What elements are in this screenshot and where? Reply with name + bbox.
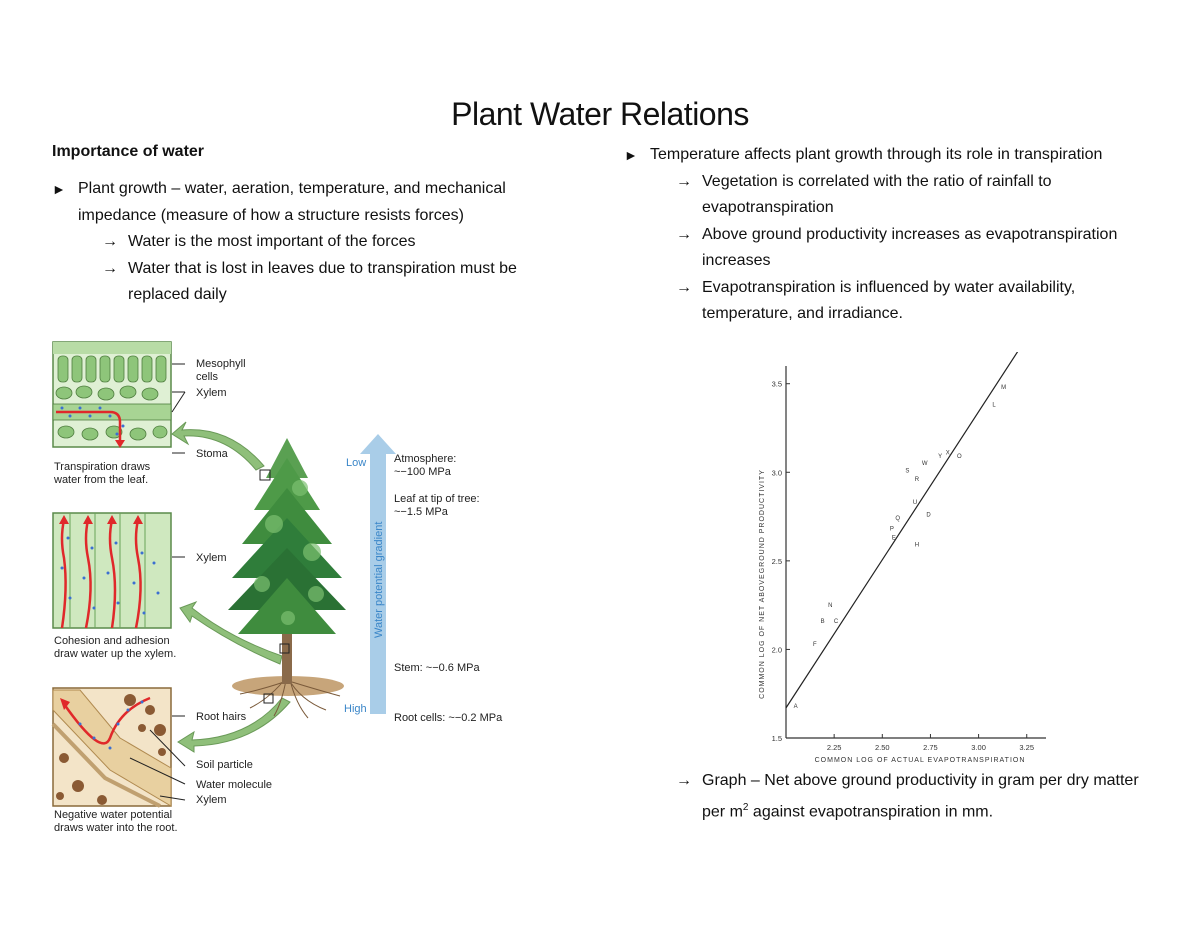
bullet-text: Temperature affects plant growth through… bbox=[650, 146, 1103, 163]
caption-root-a: Negative water potential bbox=[54, 809, 172, 821]
chart-point-e: E bbox=[892, 536, 896, 542]
bullet-text: Plant growth – water, aeration, temperat… bbox=[78, 180, 506, 224]
chart-x-tick-label: 2.75 bbox=[923, 743, 938, 752]
chart-point-w: W bbox=[922, 461, 928, 467]
chart-point-o: O bbox=[957, 454, 962, 460]
label-high: High bbox=[344, 703, 367, 715]
sub-bullet-text: Water is the most important of the force… bbox=[128, 233, 416, 250]
left-column: Importance of water ► Plant growth – wat… bbox=[52, 142, 572, 309]
section-heading: Importance of water bbox=[52, 143, 205, 160]
chart-x-label: COMMON LOG OF ACTUAL EVAPOTRANSPIRATION bbox=[815, 757, 1026, 764]
label-stem: Stem: ~−0.6 MPa bbox=[394, 662, 480, 674]
arrow-right-icon: → bbox=[676, 172, 692, 190]
xylem-section bbox=[52, 512, 172, 629]
label-soil-particle: Soil particle bbox=[196, 759, 253, 771]
chart-point-r: R bbox=[915, 477, 920, 483]
label-water-molecule: Water molecule bbox=[196, 779, 272, 791]
chart-point-n: N bbox=[828, 603, 832, 609]
label-mesophyll: Mesophyll bbox=[196, 358, 246, 370]
graph-note-b: against evapotranspiration in mm. bbox=[748, 802, 994, 820]
label-gradient: Water potential gradient bbox=[373, 522, 385, 638]
arrow-right-icon: → bbox=[102, 233, 118, 250]
chart-y-tick-label: 3.5 bbox=[772, 380, 782, 389]
label-xylem-mid: Xylem bbox=[196, 552, 227, 564]
label-cells: cells bbox=[196, 371, 219, 383]
right-column: ► Temperature affects plant growth throu… bbox=[624, 142, 1164, 328]
productivity-chart: 2.25 2.50 2.75 3.00 3.25 1.5 2.0 2.5 3.0 3.5 A F B C… bbox=[759, 352, 1046, 764]
bullet-triangle-icon: ► bbox=[624, 147, 638, 163]
chart-point-u: U bbox=[913, 500, 917, 506]
chart-x-tick-label: 2.50 bbox=[875, 743, 890, 752]
chart-x-tick-label: 2.25 bbox=[827, 743, 842, 752]
chart-y-tick-label: 1.5 bbox=[772, 734, 782, 743]
arrow-right-icon: → bbox=[102, 259, 118, 277]
chart-point-c: C bbox=[834, 619, 839, 625]
label-leaf-tip-b: ~−1.5 MPa bbox=[394, 506, 449, 518]
chart-point-b: B bbox=[821, 619, 825, 625]
arrow-right-icon: → bbox=[676, 225, 692, 243]
caption-root-b: draws water into the root. bbox=[54, 822, 178, 834]
bullet-item: ► Temperature affects plant growth throu… bbox=[624, 142, 1164, 169]
chart-point-x: X bbox=[946, 451, 950, 457]
tree-illustration bbox=[228, 438, 346, 719]
chart-point-q: Q bbox=[895, 516, 900, 522]
chart-points: A F B C N EPQ H D U SR W YX O L M bbox=[794, 385, 1007, 710]
sub-bullet-item: → Water that is lost in leaves due to tr… bbox=[102, 256, 572, 309]
chart-regression-line bbox=[785, 352, 1019, 709]
chart-point-p: P bbox=[890, 527, 894, 533]
label-xylem-top: Xylem bbox=[196, 387, 227, 399]
sub-bullet-text: Evapotranspiration is influenced by wate… bbox=[702, 278, 1076, 323]
chart-x-tick-label: 3.25 bbox=[1019, 743, 1034, 752]
page-title: Plant Water Relations bbox=[451, 96, 749, 132]
chart-y-tick-label: 2.0 bbox=[772, 645, 782, 654]
sub-bullet-item: → Vegetation is correlated with the rati… bbox=[676, 169, 1164, 222]
chart-y-label: COMMON LOG OF NET ABOVEGROUND PRODUCTIVI… bbox=[759, 469, 766, 699]
graph-note-a: Graph – Net above ground productivity in… bbox=[702, 772, 1139, 820]
water-transport-figure: Mesophyll cells Xylem Stoma Transpiratio… bbox=[51, 341, 503, 834]
graph-note-text: Graph – Net above ground productivity in… bbox=[702, 768, 1156, 825]
graph-note-sup: 2 bbox=[742, 801, 749, 813]
chart-ticks: 2.25 2.50 2.75 3.00 3.25 1.5 2.0 2.5 3.0 3.5 bbox=[772, 380, 1034, 752]
chart-axes bbox=[785, 366, 1046, 739]
chart-point-s: S bbox=[905, 468, 909, 474]
bullet-triangle-icon: ► bbox=[52, 181, 66, 197]
sub-bullet-text: Vegetation is correlated with the ratio … bbox=[702, 172, 1052, 217]
leaf-cross-section bbox=[52, 341, 172, 448]
chart-y-tick-label: 3.0 bbox=[772, 468, 782, 477]
sub-bullet-item: → Evapotranspiration is influenced by wa… bbox=[676, 275, 1164, 328]
chart-point-l: L bbox=[992, 403, 996, 409]
water-potential-arrow: Water potential gradient bbox=[360, 434, 396, 714]
label-root-cells: Root cells: ~−0.2 MPa bbox=[394, 712, 503, 724]
chart-fit-line bbox=[785, 352, 1019, 709]
caption-leaf-b: water from the leaf. bbox=[53, 474, 148, 486]
chart-point-d: D bbox=[926, 513, 931, 519]
chart-point-y: Y bbox=[938, 454, 942, 460]
arrow-right-icon: → bbox=[676, 772, 692, 789]
label-stoma: Stoma bbox=[196, 448, 229, 460]
sub-bullet-text: Water that is lost in leaves due to tran… bbox=[128, 259, 517, 304]
label-low: Low bbox=[346, 457, 366, 469]
label-leaf-tip-a: Leaf at tip of tree: bbox=[394, 493, 480, 505]
label-atmosphere-a: Atmosphere: bbox=[394, 453, 456, 465]
caption-xylem-b: draw water up the xylem. bbox=[54, 648, 176, 660]
arrow-right-icon: → bbox=[676, 278, 692, 296]
chart-point-h: H bbox=[915, 543, 919, 549]
root-section bbox=[51, 687, 172, 808]
sub-bullet-item: → Water is the most important of the for… bbox=[102, 229, 572, 256]
graph-note: → Graph – Net above ground productivity … bbox=[676, 768, 1156, 825]
chart-point-a: A bbox=[794, 704, 798, 710]
caption-xylem-a: Cohesion and adhesion bbox=[54, 635, 170, 647]
chart-y-tick-label: 2.5 bbox=[772, 557, 782, 566]
chart-point-f: F bbox=[813, 642, 817, 648]
chart-point-m: M bbox=[1001, 385, 1006, 391]
bullet-item: ► Plant growth – water, aeration, temper… bbox=[52, 176, 572, 229]
sub-bullet-item: → Above ground productivity increases as… bbox=[676, 222, 1164, 275]
green-arrows bbox=[171, 421, 291, 753]
label-atmosphere-b: ~−100 MPa bbox=[394, 466, 452, 478]
sub-bullet-text: Above ground productivity increases as e… bbox=[702, 225, 1118, 270]
label-xylem-bottom: Xylem bbox=[196, 794, 227, 806]
label-root-hairs: Root hairs bbox=[196, 711, 247, 723]
caption-leaf-a: Transpiration draws bbox=[54, 461, 151, 473]
chart-x-tick-label: 3.00 bbox=[971, 743, 986, 752]
